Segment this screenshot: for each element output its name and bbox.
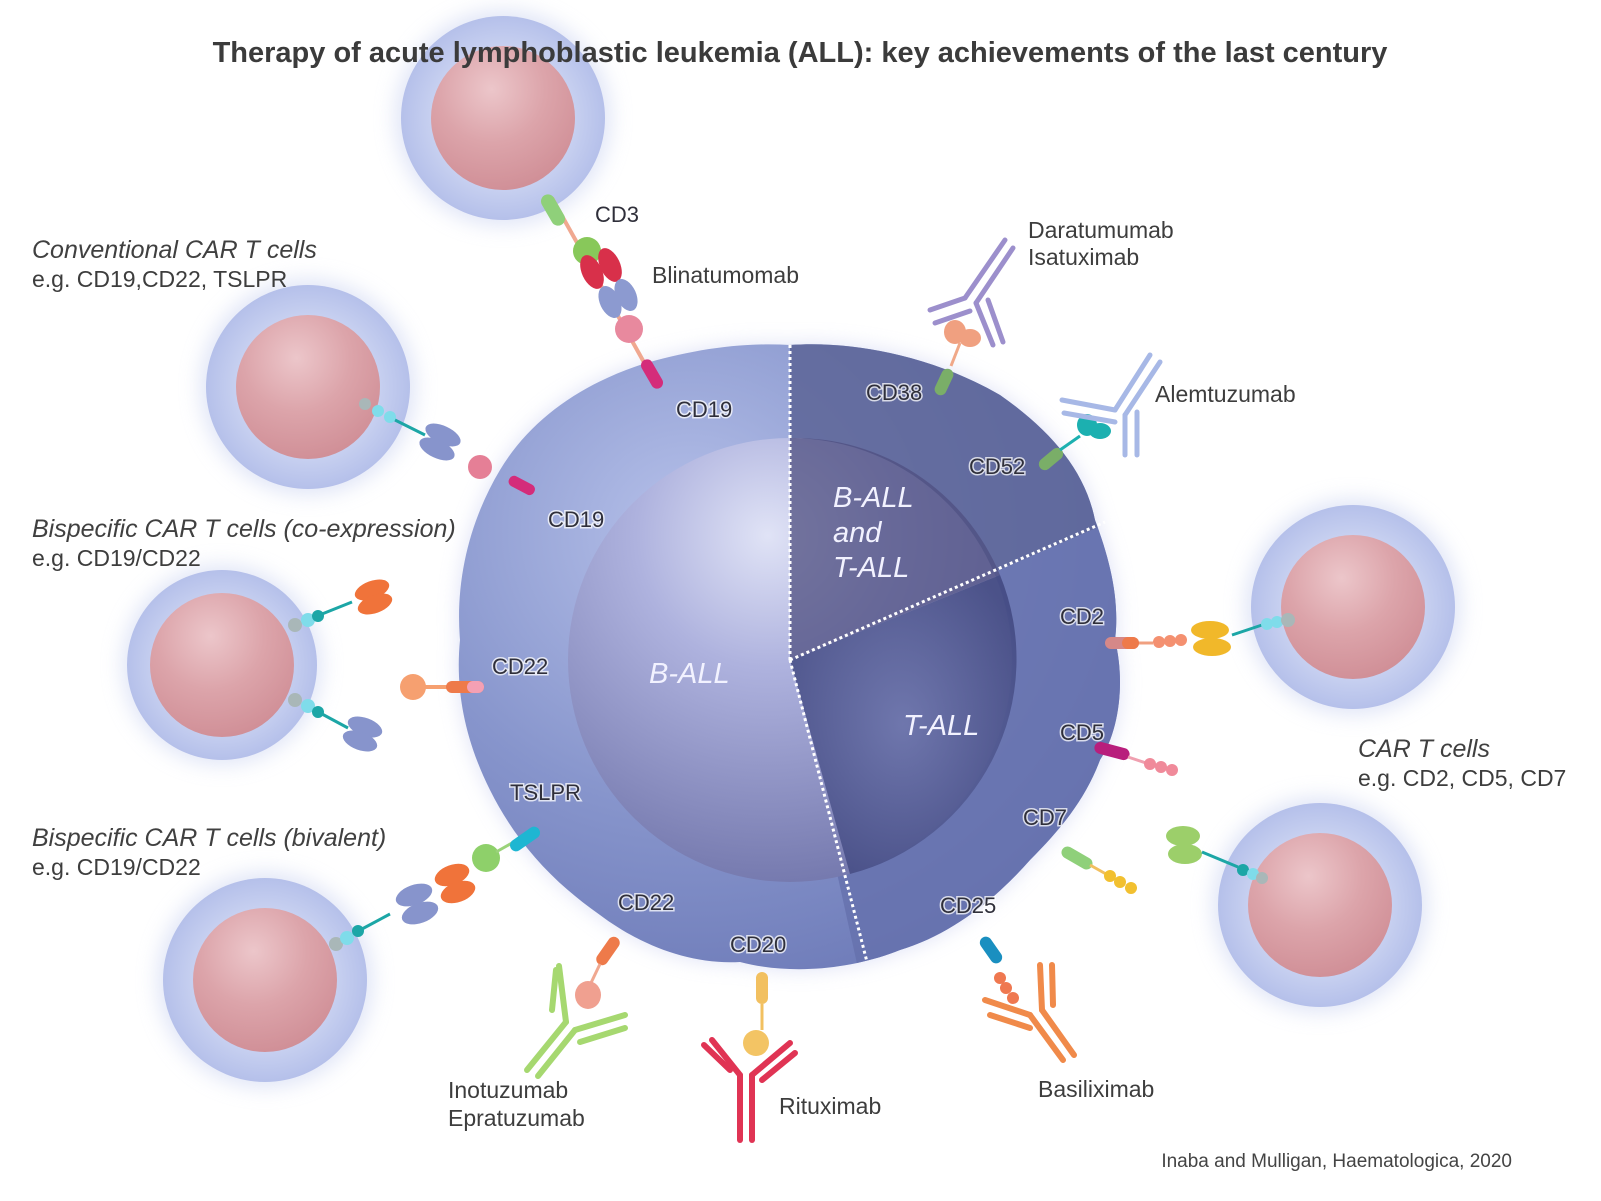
leukemic-cell	[458, 344, 1120, 970]
cd7-construct	[1061, 826, 1268, 894]
region-both-line1: B-ALL	[833, 482, 914, 514]
basiliximab-antibody	[979, 936, 1077, 1063]
cd2-construct	[1105, 613, 1295, 656]
conventional-car-construct	[359, 398, 535, 496]
daratumumab-antibody	[927, 237, 1016, 396]
car-t-cell-conventional	[200, 279, 416, 495]
marker-cd19-top: CD19	[676, 397, 732, 422]
marker-cd25: CD25	[940, 893, 996, 918]
cd5-construct	[1094, 741, 1178, 776]
marker-tslpr: TSLPR	[510, 780, 581, 805]
region-both-line2: and	[833, 517, 882, 549]
rituximab-antibody	[701, 972, 798, 1143]
marker-cd22-bottom: CD22	[618, 890, 674, 915]
conventional-car-heading: Conventional CAR T cells	[32, 236, 317, 264]
drug-blinatumomab: Blinatumomab	[652, 262, 799, 288]
marker-cd22-left: CD22	[492, 654, 548, 679]
conventional-car-examples: e.g. CD19,CD22, TSLPR	[32, 266, 287, 292]
drug-daratumumab: Daratumumab	[1028, 217, 1174, 243]
car-t-cell-top	[395, 10, 611, 226]
cd22-left-construct	[400, 674, 484, 700]
drug-epratuzumab: Epratuzumab	[448, 1105, 585, 1131]
car-t-cell-coexpression	[122, 565, 322, 765]
marker-cd52: CD52	[969, 454, 1025, 479]
region-t-all: T-ALL	[903, 710, 979, 742]
drug-rituximab: Rituximab	[779, 1093, 881, 1119]
t-cell-car-heading: CAR T cells	[1358, 735, 1490, 763]
divider-line	[788, 659, 869, 963]
bivalent-car-construct	[329, 826, 541, 951]
coexpression-car-heading: Bispecific CAR T cells (co-expression)	[32, 515, 456, 543]
marker-cd7: CD7	[1023, 805, 1067, 830]
alemtuzumab-antibody	[1038, 352, 1163, 471]
car-t-cell-right-top	[1245, 499, 1461, 715]
marker-cd38: CD38	[866, 380, 922, 405]
marker-cd20: CD20	[730, 932, 786, 957]
inotuzumab-antibody	[524, 936, 628, 1079]
bivalent-car-examples: e.g. CD19/CD22	[32, 854, 201, 880]
drug-basiliximab: Basiliximab	[1038, 1076, 1154, 1102]
bivalent-car-heading: Bispecific CAR T cells (bivalent)	[32, 824, 386, 852]
marker-cd19-left: CD19	[548, 507, 604, 532]
drug-alemtuzumab: Alemtuzumab	[1155, 381, 1296, 407]
coexpression-car-examples: e.g. CD19/CD22	[32, 545, 201, 571]
page-title: Therapy of acute lymphoblastic leukemia …	[213, 37, 1388, 69]
blinatumomab-construct	[541, 194, 663, 389]
car-t-cell-right-bottom	[1212, 797, 1428, 1013]
drug-isatuximab: Isatuximab	[1028, 244, 1139, 270]
nucleus-t-sector	[790, 575, 1017, 874]
nucleus-both-sector	[790, 437, 1000, 660]
marker-cd2: CD2	[1060, 604, 1104, 629]
region-b-all: B-ALL	[649, 658, 730, 690]
marker-cd3: CD3	[595, 202, 639, 227]
t-cell-car-examples: e.g. CD2, CD5, CD7	[1358, 765, 1566, 791]
region-both-line3: T-ALL	[833, 552, 909, 584]
citation: Inaba and Mulligan, Haematologica, 2020	[1161, 1151, 1512, 1172]
coexpression-car-construct	[288, 579, 393, 752]
marker-cd5: CD5	[1060, 720, 1104, 745]
drug-inotuzumab: Inotuzumab	[448, 1077, 568, 1103]
car-t-cell-bivalent	[157, 872, 373, 1088]
